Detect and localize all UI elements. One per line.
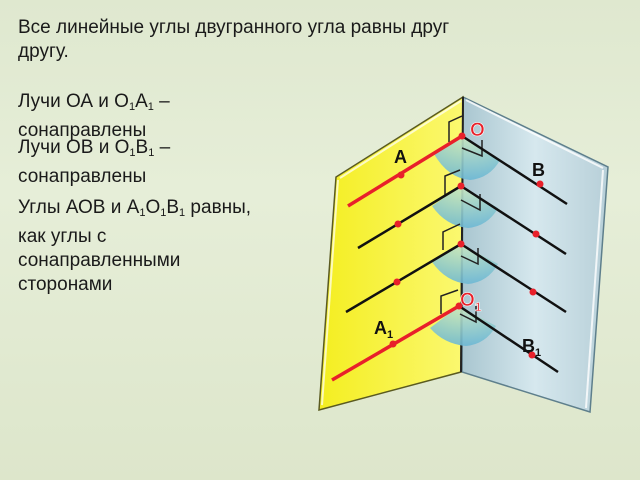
angles-line-1: Углы АОВ и А1О1В1 равны, <box>18 196 318 225</box>
ray-o1b1 <box>458 304 559 374</box>
rays-oa-text: А <box>135 91 148 112</box>
subscript: 1 <box>160 207 167 219</box>
ray-right-2 <box>460 184 567 256</box>
angles-line-2: как углы с <box>18 226 107 247</box>
bracket-mark <box>444 169 461 196</box>
half-plane-left-edge <box>339 100 462 179</box>
label-o1-sub: 1 <box>475 300 482 314</box>
half-plane-right <box>461 95 609 413</box>
angles-line-4: сторонами <box>18 274 113 295</box>
subscript: 1 <box>147 101 154 113</box>
subscript: 1 <box>129 147 136 159</box>
angles-line-3: сонаправленными <box>18 250 181 271</box>
rays-ob-text: – <box>154 137 171 158</box>
label-o1-main: О <box>460 290 475 311</box>
bracket-mark <box>442 223 461 250</box>
angles-text: равны, <box>185 197 252 218</box>
label-o: О <box>470 120 485 141</box>
bracket-mark <box>448 115 463 142</box>
rays-ob-paragraph: Лучи ОВ и О1В1 – сонаправлены <box>18 136 318 189</box>
point-mid-center-2 <box>457 182 465 190</box>
bracket-mark <box>440 289 459 314</box>
bracket-mark <box>461 140 483 158</box>
point-mid-center-3 <box>457 240 465 248</box>
angles-text: О <box>145 197 161 218</box>
angles-text: Углы АОВ и А <box>18 197 140 218</box>
angles-equal-paragraph: Углы АОВ и А1О1В1 равны, как углы с сона… <box>18 196 318 297</box>
point-mid-left-3 <box>393 278 401 286</box>
rays-ob-line-1: Лучи ОВ и О1В1 – <box>18 136 318 165</box>
angle-sector-3 <box>432 244 498 284</box>
subscript: 1 <box>179 207 186 219</box>
point-mid-right-2 <box>532 230 540 238</box>
half-plane-right-edge <box>585 169 604 409</box>
bracket-mark <box>460 248 479 266</box>
rays-ob-line-2: сонаправлены <box>18 166 147 187</box>
point-a <box>397 171 405 179</box>
point-a1 <box>389 340 397 348</box>
half-plane-right-edge <box>465 99 604 169</box>
label-b1-sub: 1 <box>535 347 541 359</box>
label-b: В <box>532 160 545 180</box>
rays-oa-line-1: Лучи ОА и О1А1 – <box>18 90 318 119</box>
angle-sector-o <box>434 136 500 180</box>
point-o <box>458 132 466 140</box>
rays-oa-line-2: сонаправлены <box>18 120 147 141</box>
rays-ob-text: В <box>135 137 149 158</box>
angle-sector-o1 <box>430 306 496 346</box>
label-b1: В1 <box>522 336 541 359</box>
statement-paragraph: Все линейные углы двугранного угла равны… <box>18 16 618 64</box>
label-b1-main: В <box>522 336 535 356</box>
bracket-mark <box>459 306 477 324</box>
point-b <box>536 180 544 188</box>
rays-ob-text: Лучи ОВ и О <box>18 137 130 158</box>
point-o1 <box>455 302 463 310</box>
label-o1: О1 <box>460 290 482 314</box>
subscript: 1 <box>139 207 146 219</box>
ray-right-3 <box>460 242 567 314</box>
half-plane-left <box>318 95 464 411</box>
angle-sector-2 <box>432 186 498 228</box>
point-mid-left-2 <box>394 220 402 228</box>
label-a1-main: А <box>374 318 387 338</box>
ray-oa <box>347 134 463 208</box>
ray-left-2 <box>357 184 462 250</box>
statement-line-2: другу. <box>18 41 69 62</box>
point-mid-right-3 <box>529 288 537 296</box>
rays-oa-paragraph: Лучи ОА и О1А1 – сонаправлены <box>18 90 318 143</box>
rays-oa-text: – <box>153 91 170 112</box>
angles-text: В <box>166 197 180 218</box>
statement-line-1: Все линейные углы двугранного угла равны… <box>18 17 450 38</box>
label-a1: А1 <box>374 318 393 341</box>
rays-oa-text: Лучи ОА и О <box>18 91 129 112</box>
point-b1 <box>528 351 536 359</box>
subscript: 1 <box>148 147 155 159</box>
subscript: 1 <box>128 101 136 113</box>
label-a: А <box>394 147 407 167</box>
label-a1-sub: 1 <box>387 329 393 341</box>
half-plane-left-edge <box>321 179 339 406</box>
ray-left-3 <box>345 242 462 314</box>
ray-ob <box>461 134 568 206</box>
